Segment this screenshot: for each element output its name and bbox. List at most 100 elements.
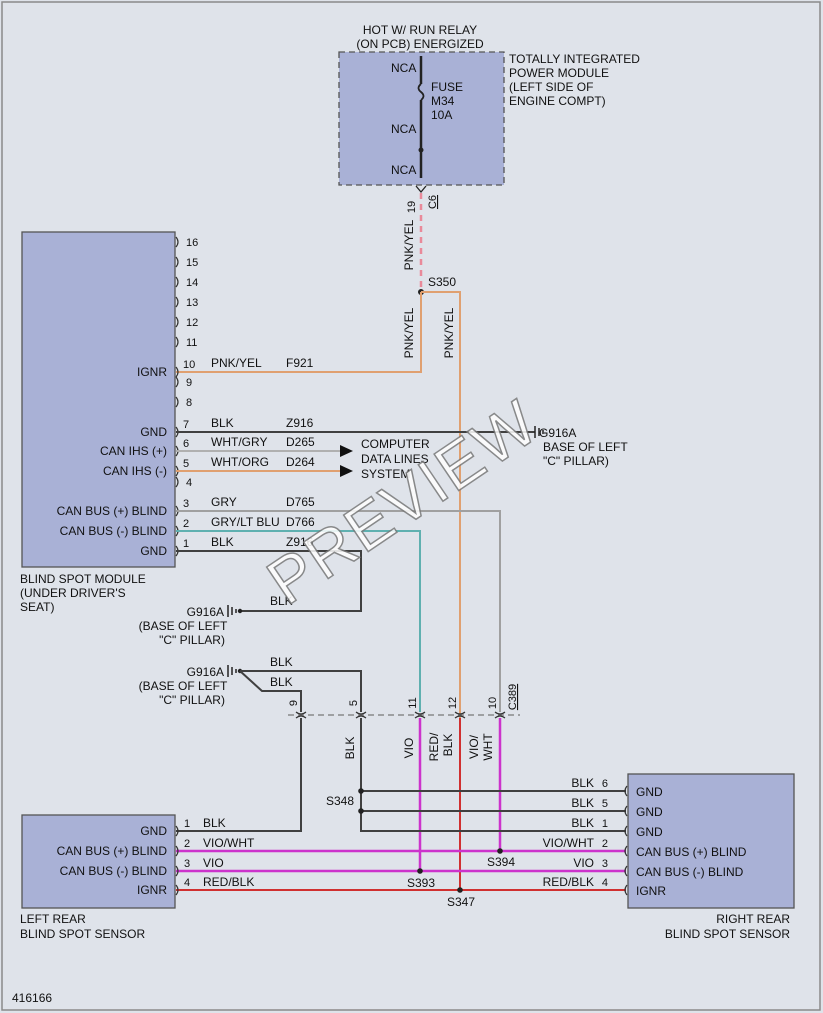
bsm-empty-pin-number: 16 <box>186 237 198 249</box>
wire-label-pnkyel-3: PNK/YEL <box>442 307 456 358</box>
right-sensor-pin-name: GND <box>636 805 663 819</box>
bsm-pin-number: 7 <box>183 419 189 431</box>
tipm-label-4: ENGINE COMPT) <box>509 94 606 108</box>
c389-wire-redblk-2: BLK <box>441 734 455 757</box>
pin-stub <box>175 296 179 308</box>
right-sensor-pin-name: GND <box>636 825 663 839</box>
tipm-label-2: POWER MODULE <box>509 66 609 80</box>
right-sensor-wire-color: VIO/WHT <box>543 836 595 850</box>
tipm-label-3: (LEFT SIDE OF <box>509 80 593 94</box>
ground-left-2-loc-2: "C" PILLAR) <box>159 693 225 707</box>
bsm-wire-color: BLK <box>211 416 234 430</box>
wire-blk-to-c389-5 <box>240 670 362 712</box>
left-sensor-pin-number: 3 <box>184 858 190 870</box>
right-sensor-pin-name: GND <box>636 785 663 799</box>
c6-connector <box>415 185 427 194</box>
bsm-wire-color: PNK/YEL <box>211 356 262 370</box>
c389-wire-blk: BLK <box>343 737 357 760</box>
c389-wire-viowht-2: WHT <box>481 733 495 761</box>
ground-left-1-loc-2: "C" PILLAR) <box>159 633 225 647</box>
pin-stub <box>175 884 179 896</box>
left-sensor-wire-color: RED/BLK <box>203 875 254 889</box>
bsm-pin-name: CAN BUS (-) BLIND <box>60 524 168 538</box>
c389-pin-stub <box>494 715 506 719</box>
c389-pin-stub <box>355 711 367 715</box>
c389-wire-redblk-1: RED/ <box>427 732 441 761</box>
splice-s348-node-a <box>358 788 364 794</box>
ground-symbol-left-1 <box>227 605 237 617</box>
fuse-label: FUSE <box>431 80 463 94</box>
c389-wire-vio: VIO <box>402 738 416 759</box>
pin-stub <box>624 825 628 837</box>
left-sensor-pin-name: GND <box>140 824 167 838</box>
c389-pin-stub <box>295 715 307 719</box>
bsm-pin-number: 10 <box>183 359 195 371</box>
wire-d765 <box>176 510 501 712</box>
nca-label-3: NCA <box>391 163 416 177</box>
arrow-d264 <box>340 465 353 477</box>
pin-stub <box>175 256 179 268</box>
nca-label-1: NCA <box>391 61 416 75</box>
computer-label-1: COMPUTER <box>361 437 430 451</box>
left-sensor-pin-number: 2 <box>184 838 190 850</box>
nca-label-2: NCA <box>391 122 416 136</box>
right-sensor-pin-name: IGNR <box>636 884 666 898</box>
bsm-circuit-id: D264 <box>286 455 315 469</box>
ground-symbol-left-2 <box>227 665 237 677</box>
pin-stub <box>624 785 628 797</box>
fuse-id: M34 <box>431 94 455 108</box>
bsm-wire-color: WHT/ORG <box>211 455 269 469</box>
pin-stub <box>175 316 179 328</box>
bsm-wire-color: GRY <box>211 495 237 509</box>
splice-s347 <box>457 887 463 893</box>
bsm-wire-color: GRY/LT BLU <box>211 515 280 529</box>
blind-spot-module-box <box>21 231 176 568</box>
bsm-empty-pin-number: 4 <box>186 477 192 489</box>
bsm-pin-name: GND <box>140 544 167 558</box>
pin-stub <box>175 825 179 837</box>
ground-right-loc-2: "C" PILLAR) <box>543 454 609 468</box>
left-sensor-wire-color: BLK <box>203 816 226 830</box>
left-rear-sensor-box <box>21 814 176 909</box>
right-sensor-caption-1: RIGHT REAR <box>716 912 790 926</box>
c389-pin-stub <box>414 711 426 715</box>
bsm-empty-pin-number: 8 <box>186 397 192 409</box>
wire-z916-bottom <box>176 550 362 612</box>
c389-pin-number: 10 <box>487 697 499 709</box>
ground-left-1-wire: BLK <box>270 594 293 608</box>
wire-d766 <box>176 530 421 712</box>
relay-label-2: (ON PCB) ENERGIZED <box>356 37 484 51</box>
computer-label-3: SYSTEM <box>361 467 410 481</box>
right-sensor-pin-name: CAN BUS (-) BLIND <box>636 865 744 879</box>
splice-s394 <box>497 848 503 854</box>
right-sensor-wire-color: BLK <box>571 796 594 810</box>
c389-pin-number: 11 <box>407 697 419 708</box>
c389-name: C389 <box>507 684 519 710</box>
wire-label-pnkyel-2: PNK/YEL <box>402 307 416 358</box>
pin-stub <box>175 845 179 857</box>
left-sensor-caption-1: LEFT REAR <box>20 912 86 926</box>
bsm-circuit-id: Z916 <box>286 416 314 430</box>
pin-stub <box>624 884 628 896</box>
fuse-symbol <box>417 56 425 178</box>
pin-stub <box>175 336 179 348</box>
left-sensor-pin-name: IGNR <box>137 883 167 897</box>
splice-s348-label: S348 <box>326 794 354 808</box>
c389-wire-viowht-1: VIO/ <box>467 734 481 759</box>
bsm-pin-number: 3 <box>183 498 189 510</box>
bsm-pin-name: CAN IHS (+) <box>100 444 167 458</box>
splice-s350-label: S350 <box>428 275 456 289</box>
left-sensor-pin-name: CAN BUS (+) BLIND <box>57 844 168 858</box>
right-sensor-pin-number: 1 <box>602 818 608 830</box>
ground-left-2-name: G916A <box>187 665 224 679</box>
bsm-empty-pin-number: 14 <box>186 277 198 289</box>
ground-left-1-node <box>237 608 243 614</box>
pin-stub <box>175 396 179 408</box>
c389-pin-stub <box>355 715 367 719</box>
ground-left-2-wire-top: BLK <box>270 655 293 669</box>
bsm-wire-color: WHT/GRY <box>211 435 267 449</box>
c389-pin-stub <box>454 711 466 715</box>
pin-stub <box>175 236 179 248</box>
ground-left-2-loc-1: (BASE OF LEFT <box>139 679 228 693</box>
